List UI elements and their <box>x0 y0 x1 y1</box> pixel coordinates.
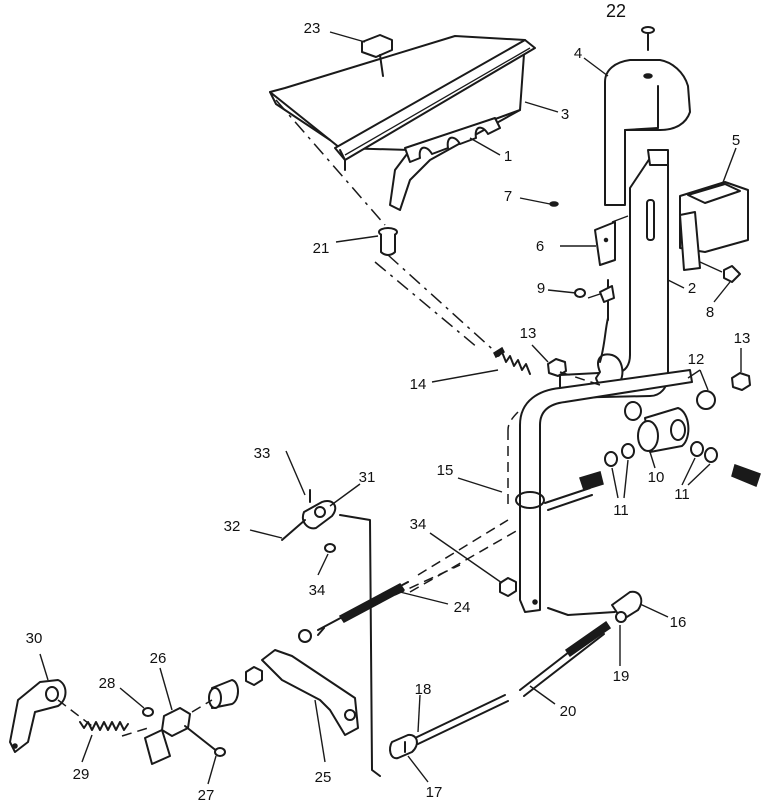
callout-23: 23 <box>304 20 321 37</box>
callout-34a: 34 <box>309 582 326 599</box>
part-21-bushing <box>378 227 398 256</box>
part-1-shift-gate <box>404 117 501 163</box>
callout-2: 2 <box>688 280 696 297</box>
callout-15: 15 <box>437 462 454 479</box>
part-15-lower-arm <box>507 369 693 613</box>
callout-25: 25 <box>315 769 332 786</box>
callout-29: 29 <box>73 766 90 783</box>
callout-22: 22 <box>606 1 626 21</box>
part-12-washers <box>624 390 716 421</box>
part-25-bracket <box>261 629 359 736</box>
callout-20: 20 <box>560 703 577 720</box>
callout-12: 12 <box>688 351 705 368</box>
part-30-bracket <box>9 679 67 753</box>
callout-17: 17 <box>426 784 443 801</box>
part-22-screw <box>641 26 655 51</box>
callout-8: 8 <box>706 304 714 321</box>
callout-3: 3 <box>561 106 569 123</box>
callout-14: 14 <box>410 376 427 393</box>
part-3-upper-plate <box>269 35 536 211</box>
callout-13b: 13 <box>734 330 751 347</box>
callout-21: 21 <box>313 240 330 257</box>
part-4-lever-handle <box>604 59 691 206</box>
callout-7: 7 <box>504 188 512 205</box>
callout-33: 33 <box>254 445 271 462</box>
part-24-cable <box>317 581 409 636</box>
part-6-plate <box>594 221 616 266</box>
callout-18: 18 <box>415 681 432 698</box>
part-14-spring <box>493 346 531 375</box>
callout-6: 6 <box>536 238 544 255</box>
callout-11b: 11 <box>674 486 690 503</box>
lever-wire <box>599 317 609 363</box>
part-26-block <box>144 707 191 765</box>
part-16-clevis <box>611 590 643 623</box>
part-25-hardware <box>208 666 263 709</box>
callout-10: 10 <box>648 469 665 486</box>
parts-7-8-9-hardware <box>549 201 741 321</box>
callout-28: 28 <box>99 675 116 692</box>
part-27-28-hardware <box>142 707 226 757</box>
part-5-bracket <box>679 181 749 271</box>
part-2-shift-lever <box>559 149 669 399</box>
callout-1: 1 <box>504 148 512 165</box>
part-13-nuts <box>547 358 751 391</box>
callout-32: 32 <box>224 518 241 535</box>
callout-13a: 13 <box>520 325 537 342</box>
callout-19: 19 <box>613 668 630 685</box>
part-10-roller <box>637 407 690 453</box>
callout-31: 31 <box>359 469 376 486</box>
part-17-18-rod-end <box>389 733 418 760</box>
callout-30: 30 <box>26 630 43 647</box>
leader-lines <box>39 31 742 785</box>
callout-11a: 11 <box>613 502 629 519</box>
callout-16: 16 <box>670 614 687 631</box>
part-23-knob <box>361 34 393 77</box>
callout-9: 9 <box>537 280 545 297</box>
callout-34b: 34 <box>410 516 427 533</box>
callout-labels: 23 22 4 3 1 5 7 6 21 9 2 8 13 13 12 14 1… <box>26 1 751 804</box>
callout-26: 26 <box>150 650 167 667</box>
part-20-control-rod <box>414 620 612 745</box>
callout-24: 24 <box>454 599 471 616</box>
phantom-lines <box>57 99 723 777</box>
part-34-nut <box>499 577 517 597</box>
part-31-pivot-bracket <box>281 489 337 553</box>
part-11-washers-bolt <box>544 441 761 511</box>
callout-5: 5 <box>732 132 740 149</box>
callout-27: 27 <box>198 787 215 804</box>
callout-4: 4 <box>574 45 582 62</box>
